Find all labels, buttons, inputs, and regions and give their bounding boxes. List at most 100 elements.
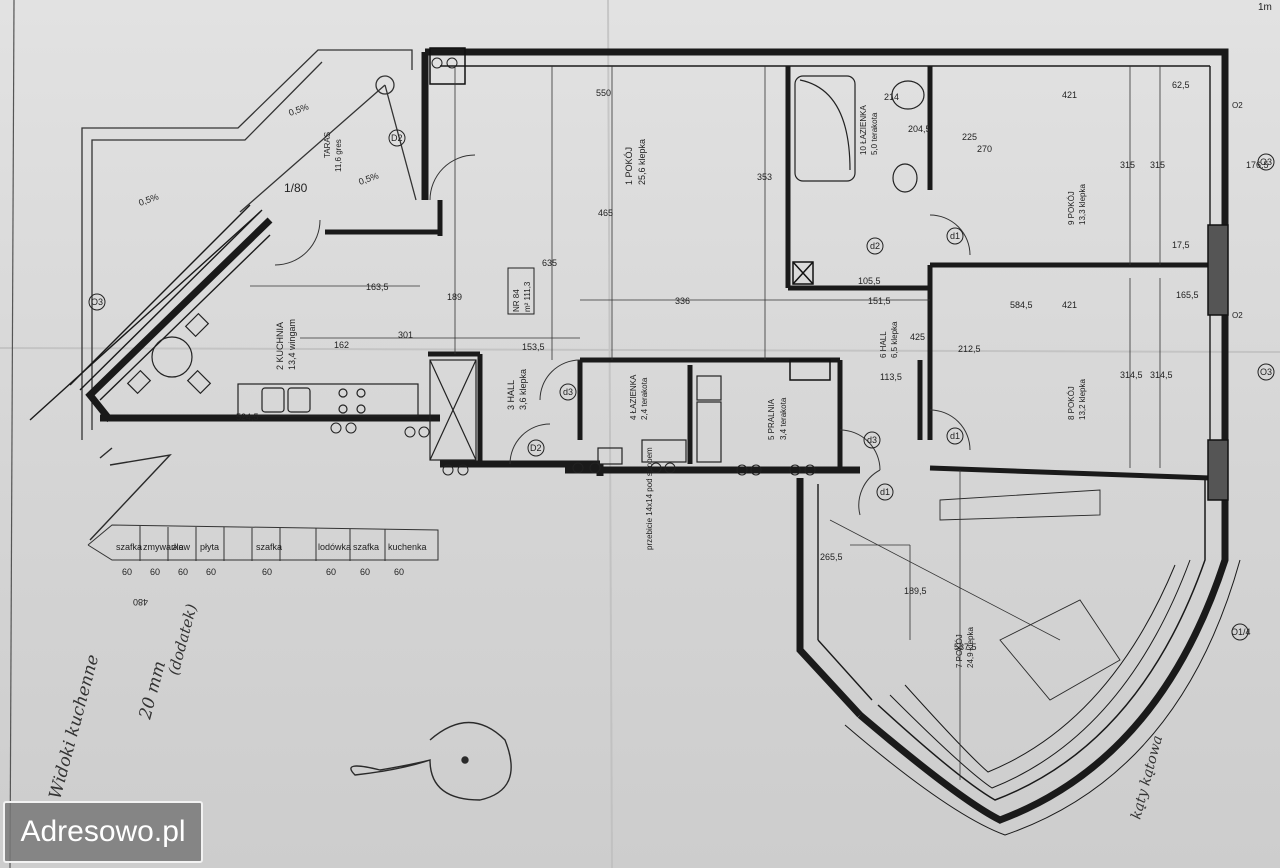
dim-label: 584,5 [1010, 300, 1033, 310]
dim-label: 176,5 [1246, 160, 1269, 170]
window-tag: O3 [91, 297, 103, 307]
room-7-area: 24,9 klepka [966, 627, 975, 668]
dim-label: 165,5 [1176, 290, 1199, 300]
room-5-area: 3,4 terakota [779, 397, 788, 440]
room-7-label: 7 POKÓJ [955, 634, 964, 668]
door-swings [274, 154, 971, 516]
door-tags: d1 d1 d1 d2 d3 d3 D2 D2 [388, 129, 964, 501]
dim-label: 151,5 [868, 296, 891, 306]
strip-width: 60 [262, 567, 272, 577]
strip-total: 480 [133, 597, 148, 607]
door-tag: D2 [530, 443, 542, 453]
room-1-label: 1 POKÓJ [624, 147, 634, 185]
dim-label: 17,5 [1172, 240, 1190, 250]
slope-note-1: 0,5% [287, 101, 310, 117]
dim-label: 225 [962, 132, 977, 142]
window-tag: O2 [1232, 101, 1243, 110]
strip-width: 60 [206, 567, 216, 577]
room-2-area: 13,4 wingam [287, 319, 297, 370]
dim-label: 315 [1120, 160, 1135, 170]
dim-label: 524,5 [236, 412, 259, 422]
dim-label: 212,5 [958, 344, 981, 354]
kitchen-strip-diagram [87, 524, 439, 561]
outer-walls [85, 48, 1229, 718]
strip-width: 60 [360, 567, 370, 577]
bathroom-fixtures [597, 75, 925, 465]
door-tag: d1 [950, 431, 960, 441]
room-8-area: 13,2 klepka [1078, 379, 1087, 420]
slope-note-3: 0,5% [137, 191, 160, 207]
door-tag: d3 [867, 435, 877, 445]
room-6-label: 6 HALL [879, 331, 888, 358]
room-4-area: 2,4 terakota [640, 377, 649, 420]
elevation-note: 1/80 [284, 181, 308, 195]
dim-label: 635 [542, 258, 557, 268]
room-3-area: 3,6 klepka [518, 369, 528, 410]
strip-width: 60 [178, 567, 188, 577]
room-9-area: 13,3 klepka [1078, 184, 1087, 225]
strip-cell-label: płyta [200, 542, 219, 552]
strip-width: 60 [150, 567, 160, 577]
dim-label: 315 [1150, 160, 1165, 170]
kitchen-strip-labels: szafka zmywarka zlew płyta szafka lodówk… [116, 542, 427, 607]
apartment-number: NR 84 [512, 289, 521, 312]
room-10-area: 5,0 terakota [870, 112, 879, 155]
dim-label: 421 [1062, 300, 1077, 310]
room-10-label: 10 ŁAZIENKA [859, 105, 868, 155]
terrace-area: 11,6 gres [334, 139, 343, 172]
strip-width: 60 [326, 567, 336, 577]
dim-label: 270 [977, 144, 992, 154]
interior-walls [325, 66, 1211, 481]
handwritten-note: (dodatek) [164, 602, 200, 677]
strip-cell-label: szafka [353, 542, 379, 552]
dim-label: 163,5 [366, 282, 389, 292]
shaft-note: przebicie 14x14 pod stropem [645, 447, 654, 550]
outlet-markers [330, 57, 816, 476]
room-5-label: 5 PRALNIA [767, 398, 776, 440]
strip-cell-label: zlew [172, 542, 191, 552]
dim-label: 189,5 [904, 586, 927, 596]
vent-shafts [429, 47, 1229, 501]
room-2-label: 2 KUCHNIA [275, 322, 285, 370]
handwritten-note: kąty kątowa [1128, 734, 1166, 821]
terrace-outline [81, 49, 417, 440]
dim-label: 314,5 [1150, 370, 1173, 380]
adresowo-watermark: Adresowo.pl [3, 801, 203, 863]
window-tag: O3 [1260, 367, 1272, 377]
terrace-label: TARAS [323, 132, 332, 158]
dim-label: 153,5 [522, 342, 545, 352]
dim-label: 265,5 [820, 552, 843, 562]
room-9-label: 9 POKÓJ [1067, 191, 1076, 225]
door-tag: D2 [391, 133, 403, 143]
dim-label: 353 [757, 172, 772, 182]
strip-width: 60 [122, 567, 132, 577]
strip-width: 60 [394, 567, 404, 577]
dim-label: 336 [675, 296, 690, 306]
window-tag: O2 [1232, 311, 1243, 320]
pen-sketches [89, 447, 1121, 801]
window-tags: O3 O3 O3 O1/4 O2 O2 [88, 101, 1275, 641]
kitchen-units [237, 359, 477, 461]
dimension-labels: 550 465 635 353 336 421 421 315 315 314,… [236, 80, 1269, 652]
room-1-area: 25,6 klepka [637, 139, 647, 185]
strip-cell-label: zmywarka [143, 542, 184, 552]
outer-walls-inner [29, 65, 1211, 701]
apartment-tag-box [507, 267, 535, 315]
dim-label: 421 [1062, 90, 1077, 100]
dim-label: 550 [596, 88, 611, 98]
dim-label: 204,5 [908, 124, 931, 134]
strip-cell-label: szafka [256, 542, 282, 552]
strip-cell-label: kuchenka [388, 542, 427, 552]
strip-cell-label: lodówka [318, 542, 351, 552]
slope-note-2: 0,5% [357, 170, 380, 186]
sheet-edge-line [9, 0, 15, 868]
window-tag: O3 [1260, 157, 1272, 167]
curved-bay-walls [844, 478, 1241, 836]
dim-label: 62,5 [1172, 80, 1190, 90]
handwritten-note: Widoki kuchenne [46, 653, 104, 802]
apartment-area: m² 111,3 [523, 281, 532, 312]
dim-label: 162 [334, 340, 349, 350]
sheet-mark: 1m [1258, 2, 1272, 13]
dim-label: 425 [910, 332, 925, 342]
